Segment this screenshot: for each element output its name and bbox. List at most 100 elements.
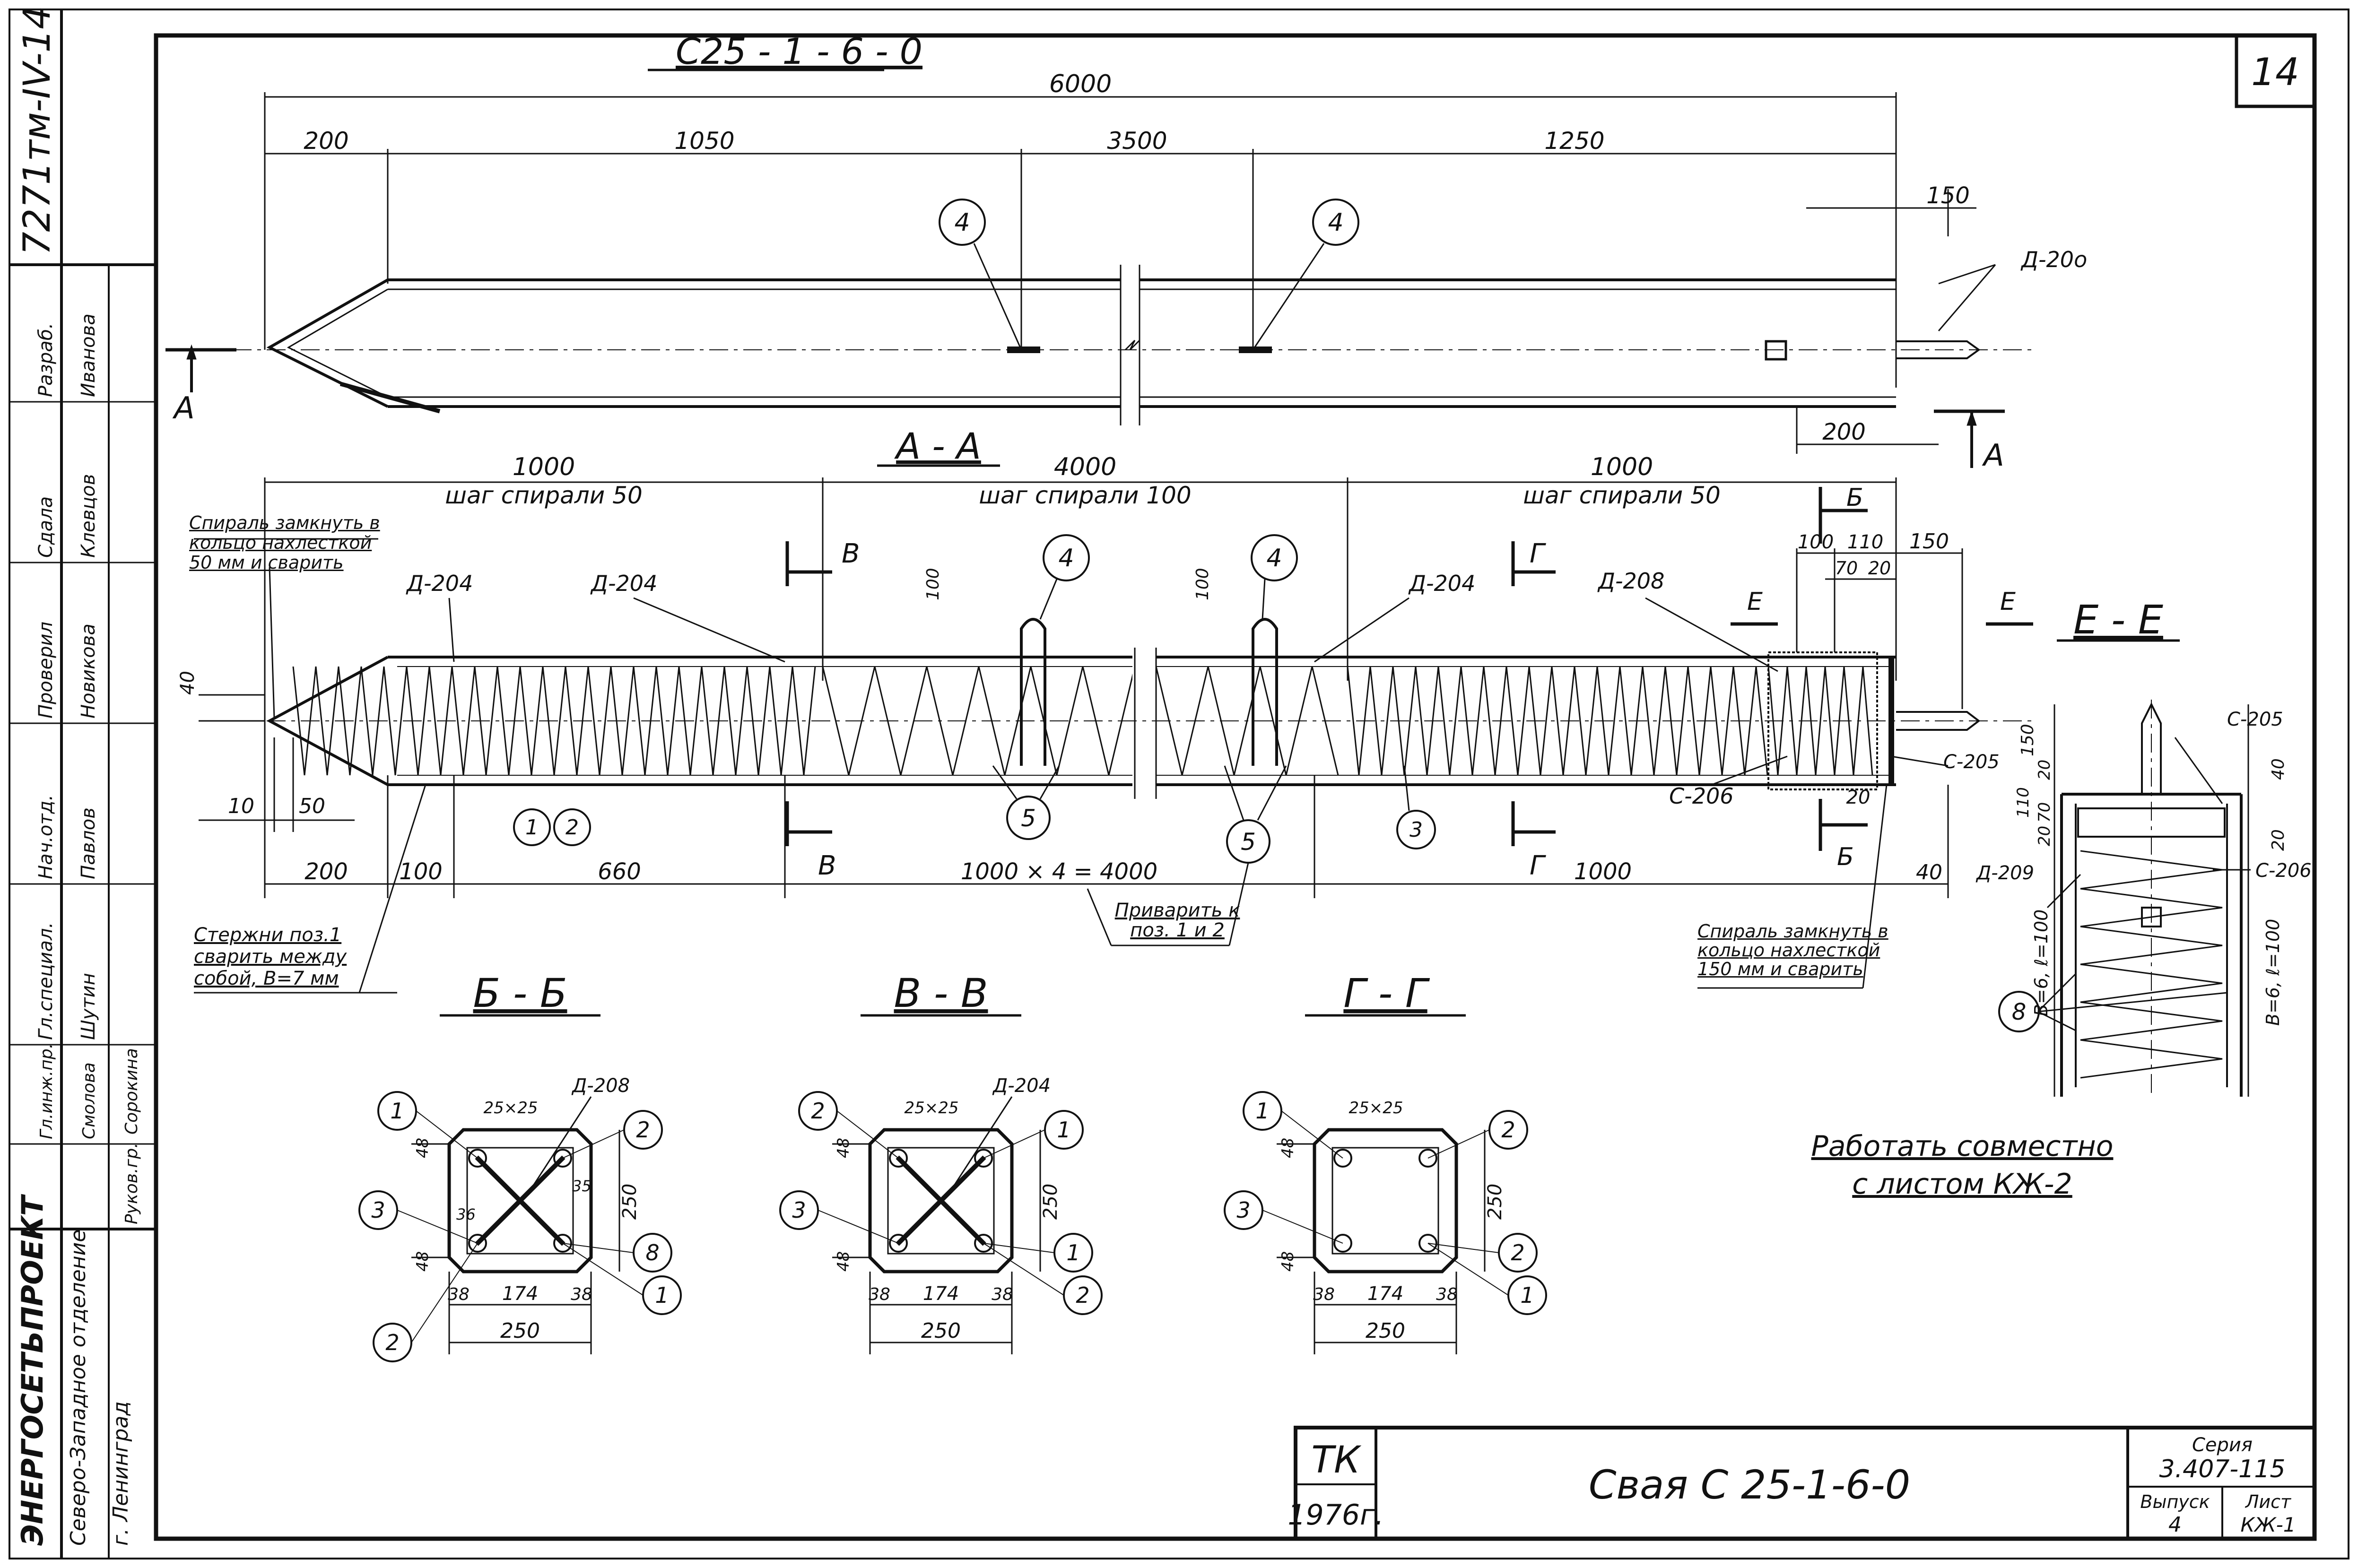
svg-text:1000: 1000: [513, 453, 575, 481]
svg-text:Клевцов: Клевцов: [78, 474, 99, 558]
svg-text:660: 660: [598, 858, 641, 885]
section-bar-label: Д-208: [571, 1075, 630, 1097]
callout-number: 2: [385, 1330, 399, 1355]
svg-text:110: 110: [2014, 787, 2033, 818]
svg-text:Сорокина: Сорокина: [122, 1048, 141, 1135]
svg-text:Д-204: Д-204: [406, 571, 473, 596]
svg-text:С-205: С-205: [2227, 709, 2283, 730]
svg-text:1000: 1000: [1574, 858, 1632, 885]
section-3: [1277, 1128, 1486, 1354]
section-dim-48: 48: [1279, 1138, 1297, 1158]
section-dim-label: 38: [992, 1285, 1013, 1304]
section-dim-label: 38: [1313, 1285, 1335, 1304]
work-note-line2: с листом КЖ-2: [1852, 1168, 2072, 1201]
svg-text:Д-209: Д-209: [1975, 862, 2034, 884]
svg-text:Д-204: Д-204: [1408, 571, 1475, 596]
svg-text:КЖ-1: КЖ-1: [2241, 1513, 2296, 1536]
sheet-number: 14: [2251, 50, 2299, 94]
drawing-name: Свая С 25-1-6-0: [1589, 1462, 1910, 1508]
svg-text:Разраб.: Разраб.: [35, 323, 57, 397]
svg-text:1: 1: [525, 815, 539, 840]
svg-text:4: 4: [1058, 544, 1074, 572]
svg-text:5: 5: [1021, 805, 1036, 832]
svg-text:4: 4: [954, 208, 970, 237]
svg-text:Б: Б: [1846, 484, 1863, 512]
note-weld: Приварить к поз. 1 и 2: [1114, 901, 1240, 941]
section-ee-title: Е - Е: [2073, 597, 2163, 643]
svg-text:г. Ленинград: г. Ленинград: [109, 1401, 133, 1546]
section-ee-drawing: [1998, 700, 2251, 1097]
svg-text:шаг спирали 100: шаг спирали 100: [979, 482, 1191, 509]
svg-text:2: 2: [566, 815, 579, 840]
svg-text:150: 150: [1926, 182, 1970, 209]
outer-frame: [9, 9, 2349, 1559]
svg-text:40: 40: [1916, 860, 1942, 884]
section-dim-label: 174: [1367, 1283, 1403, 1305]
svg-text:шаг спирали 50: шаг спирали 50: [445, 482, 643, 509]
section-size-label: 25×25: [483, 1099, 538, 1118]
svg-text:Лист: Лист: [2245, 1491, 2292, 1512]
svg-text:100: 100: [923, 568, 943, 600]
section-dim-vertical: 250: [619, 1184, 641, 1220]
section-dim-35: 35: [572, 1177, 592, 1195]
svg-text:100: 100: [1193, 568, 1212, 600]
svg-text:3500: 3500: [1107, 127, 1167, 155]
svg-text:Д-208: Д-208: [1597, 568, 1664, 594]
svg-text:1050: 1050: [674, 127, 734, 155]
callout-number: 3: [371, 1197, 385, 1223]
svg-text:40: 40: [177, 671, 199, 695]
section-dim-48: 48: [413, 1251, 432, 1272]
svg-text:4: 4: [2168, 1513, 2182, 1537]
section-dim-48: 48: [834, 1138, 853, 1158]
tk-label: ТК: [1311, 1439, 1362, 1481]
section-dim-36: 36: [456, 1205, 476, 1223]
svg-text:Проверил: Проверил: [35, 622, 57, 719]
pile-section-aa: [194, 477, 2033, 994]
svg-text:4000: 4000: [1054, 453, 1116, 481]
section-dim-label: 38: [1436, 1285, 1458, 1304]
callout-number: 8: [645, 1240, 659, 1265]
svg-text:50: 50: [299, 794, 325, 818]
section-1: [411, 1128, 620, 1354]
section-mark-a-right: А: [1982, 438, 2004, 473]
section-dim-48: 48: [1279, 1251, 1297, 1272]
callout-number: 2: [1511, 1240, 1524, 1265]
svg-text:Д-204: Д-204: [590, 571, 657, 596]
svg-text:Смолова: Смолова: [79, 1062, 99, 1139]
svg-text:40: 40: [2269, 758, 2288, 780]
svg-text:В: В: [818, 850, 836, 881]
section-dim-label: 38: [869, 1285, 890, 1304]
svg-text:4: 4: [1266, 544, 1282, 572]
section-2: [832, 1128, 1041, 1354]
work-note-line1: Работать совместно: [1811, 1130, 2114, 1163]
svg-text:Иванова: Иванова: [78, 313, 99, 397]
section-size-label: 25×25: [1349, 1099, 1403, 1118]
svg-text:Гл.специал.: Гл.специал.: [35, 922, 57, 1040]
svg-text:10: 10: [228, 794, 254, 818]
svg-text:3.407-115: 3.407-115: [2159, 1455, 2286, 1483]
svg-text:С-206: С-206: [1669, 783, 1734, 809]
svg-text:Г: Г: [1530, 538, 1546, 569]
page-title: С25 - 1 - 6 - 0: [676, 30, 922, 72]
section-title-2: В - В: [894, 970, 988, 1016]
svg-text:20: 20: [2269, 829, 2288, 851]
section-dim-vertical: 250: [1484, 1184, 1506, 1220]
section-dim-label: 250: [1366, 1319, 1405, 1343]
callout-number: 2: [811, 1098, 825, 1124]
svg-text:100: 100: [399, 858, 443, 885]
svg-text:200: 200: [1822, 419, 1866, 445]
svg-text:шаг спирали 50: шаг спирали 50: [1523, 482, 1721, 509]
sheet-number-box: [2235, 34, 2316, 108]
section-size-label: 25×25: [904, 1099, 958, 1118]
section-aa-title: А - А: [894, 425, 981, 467]
svg-text:150: 150: [2018, 724, 2037, 756]
section-mark-a-left: А: [172, 391, 195, 426]
section-dim-label: 250: [921, 1319, 961, 1343]
year-label: 1976г.: [1288, 1499, 1383, 1532]
callout-number: 2: [636, 1117, 650, 1143]
callout-number: 3: [1236, 1197, 1250, 1223]
section-dim-48: 48: [834, 1251, 853, 1272]
callout-number: 2: [1501, 1117, 1515, 1143]
